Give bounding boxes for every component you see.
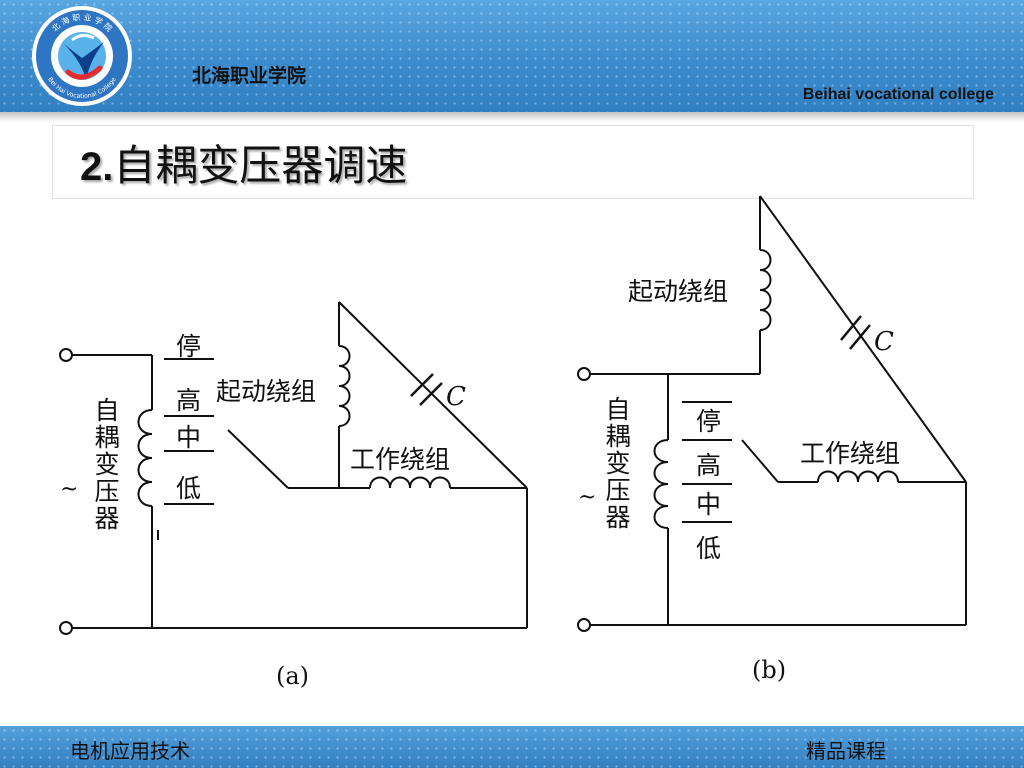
ac-symbol-b: ~ — [578, 485, 596, 510]
capacitor-plate-b1 — [840, 315, 862, 341]
capacitor-label-a: C — [446, 382, 466, 412]
start-winding-coil-a — [338, 345, 351, 427]
work-winding-coil-a — [369, 476, 451, 489]
speed-mid-label-a: 中 — [176, 423, 201, 452]
title-text: 自耦变压器调速 — [113, 141, 408, 190]
terminal-bottom-b — [577, 618, 591, 632]
start-winding-label-b: 起动绕组 — [628, 277, 728, 306]
start-winding-coil-b — [759, 249, 772, 331]
capacitor-plate-a1 — [410, 373, 434, 397]
caption-b: (b) — [752, 656, 786, 684]
footer-course-tag: 精品课程 — [806, 739, 886, 763]
header-shadow — [0, 112, 1024, 122]
school-name-cn: 北海职业学院 — [192, 65, 307, 87]
slide-title: 2.自耦变压器调速 — [80, 132, 407, 193]
speed-high-label-a: 高 — [176, 386, 201, 415]
title-box — [52, 125, 974, 199]
header-banner — [0, 0, 1024, 112]
selector-switch-b — [741, 439, 779, 483]
capacitor-plate-b2 — [849, 324, 871, 350]
ac-symbol-a: ~ — [60, 477, 78, 502]
school-name-en: Beihai vocational college — [802, 86, 994, 103]
college-logo-icon: 北 海 职 业 学 院 Bei Hai Vocational College — [32, 6, 132, 106]
footer-bar: 电机应用技术 精品课程 — [0, 726, 1024, 768]
speed-stop-label-b: 停 — [696, 407, 721, 436]
work-winding-label-b: 工作绕组 — [800, 439, 900, 468]
footer-course-name: 电机应用技术 — [70, 739, 190, 763]
autotransformer-coil-a — [137, 409, 153, 507]
terminal-top-a — [59, 348, 73, 362]
caption-a: (a) — [276, 662, 309, 690]
start-winding-label-a: 起动绕组 — [216, 377, 316, 406]
terminal-bottom-a — [59, 621, 73, 635]
work-winding-label-a: 工作绕组 — [350, 445, 450, 474]
selector-switch-a — [227, 429, 289, 489]
title-number: 2. — [80, 145, 114, 189]
terminal-top-b — [577, 367, 591, 381]
speed-stop-label-a: 停 — [176, 332, 201, 361]
work-winding-coil-b — [817, 470, 899, 483]
speed-high-label-b: 高 — [696, 451, 721, 480]
speed-low-label-b: 低 — [696, 534, 721, 563]
transformer-label-a: 自耦变压器 — [91, 397, 120, 530]
transformer-label-b: 自耦变压器 — [606, 395, 631, 532]
autotransformer-coil-b — [653, 439, 669, 529]
capacitor-plate-a2 — [419, 382, 443, 406]
speed-mid-label-b: 中 — [696, 490, 721, 519]
capacitor-label-b: C — [874, 327, 894, 357]
speed-low-label-a: 低 — [176, 474, 201, 503]
